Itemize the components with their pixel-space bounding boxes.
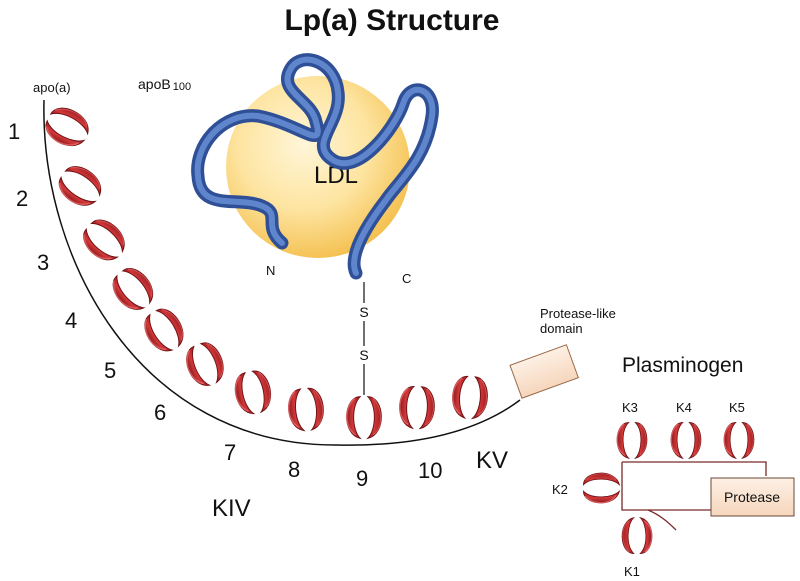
kringle-number-10: 10 <box>418 458 442 483</box>
plasminogen-k4 <box>670 421 702 460</box>
s-label-bg-top <box>356 303 372 321</box>
apo-a-label: apo(a) <box>33 80 71 95</box>
kringle-kiv-1 <box>40 101 95 154</box>
kringle-number-8: 8 <box>288 457 300 482</box>
plasminogen-k1 <box>621 516 653 555</box>
protease-like-label-line1: Protease-like <box>540 306 616 321</box>
disulfide-s-bottom: S <box>359 347 368 363</box>
kringle-number-3: 3 <box>37 250 49 275</box>
kringle-kiv-6 <box>180 337 230 392</box>
diagram-title: Lp(a) Structure <box>284 4 499 37</box>
plasminogen-k2 <box>582 472 621 504</box>
apob-strand-highlight <box>194 56 436 276</box>
plasminogen-tail <box>647 509 677 531</box>
plasminogen-k3-label: K3 <box>622 400 638 415</box>
plasminogen-protease-box <box>710 477 795 517</box>
kringle-kiv-2 <box>52 159 109 214</box>
kringle-number-9: 9 <box>356 466 368 491</box>
kringle-kiv-9 <box>345 395 383 440</box>
kv-label: KV <box>476 447 508 474</box>
kringle-number-1: 1 <box>8 119 20 144</box>
plasminogen-backbone <box>621 461 767 511</box>
protease-like-label-line2: domain <box>540 321 583 336</box>
plasminogen-k5-label: K5 <box>729 400 745 415</box>
plasminogen-protease-label: Protease <box>724 489 780 505</box>
kiv-label: KIV <box>212 495 251 522</box>
kringle-number-4: 4 <box>65 308 77 333</box>
kringle-number-5: 5 <box>104 358 116 383</box>
kringle-kiv-8 <box>286 386 326 433</box>
plasminogen-k5 <box>723 421 755 460</box>
n-terminus-label: N <box>266 263 275 278</box>
kringle-number-6: 6 <box>154 400 166 425</box>
kringle-kiv-3 <box>76 212 133 268</box>
s-label-bg-bottom <box>356 346 372 364</box>
disulfide-s-top: S <box>359 304 368 320</box>
c-terminus-label: C <box>402 271 411 286</box>
kringle-kiv-4 <box>105 261 161 318</box>
plasminogen-title: Plasminogen <box>622 354 743 377</box>
plasminogen-k3 <box>616 421 648 460</box>
kringle-number-2: 2 <box>16 186 28 211</box>
kringle-kiv-7 <box>231 367 276 418</box>
kringle-kiv-10 <box>398 385 436 430</box>
kringle-number-7: 7 <box>224 440 236 465</box>
apo-a-backbone <box>43 99 521 446</box>
plasminogen-k1-label: K1 <box>624 564 640 579</box>
kringle-kiv-5 <box>137 302 191 359</box>
protease-like-domain <box>509 344 579 399</box>
kringle-kv <box>450 374 490 421</box>
plasminogen-k4-label: K4 <box>676 400 692 415</box>
plasminogen-k2-label: K2 <box>552 482 568 497</box>
